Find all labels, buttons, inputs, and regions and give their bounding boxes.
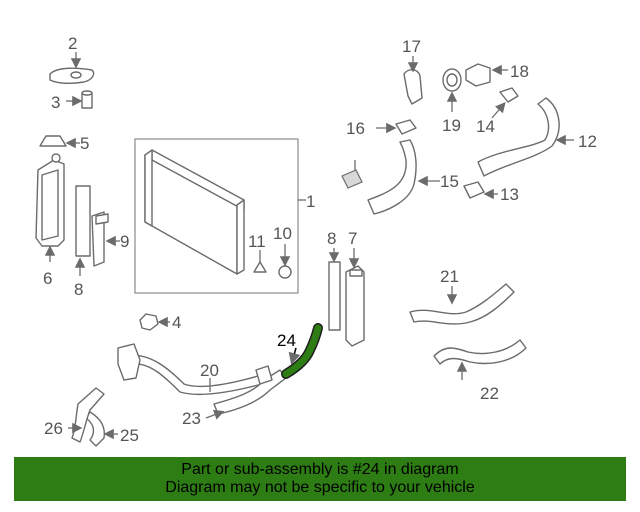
label-6: 6 [43, 269, 52, 288]
label-10: 10 [273, 224, 292, 243]
part-10-bolt: 10 [273, 224, 292, 279]
part-25-hose: 25 [85, 411, 139, 447]
part-3-grommet: 3 [51, 90, 93, 112]
part-12-hose: 12 [477, 97, 597, 177]
label-13: 13 [500, 185, 519, 204]
part-14-clamp: 14 [476, 87, 519, 136]
label-19: 19 [442, 116, 461, 135]
label-16: 16 [346, 119, 365, 138]
label-24: 24 [277, 331, 296, 350]
part-8-seal-left: 8 [74, 185, 91, 299]
part-11-clip: 11 [248, 232, 267, 273]
label-14: 14 [476, 117, 495, 136]
label-2: 2 [68, 34, 77, 53]
part-20-pipe: 20 [117, 343, 263, 396]
label-26: 26 [44, 419, 63, 438]
part-24-hose-highlighted: 24 [277, 323, 323, 379]
part-21-hose: 21 [409, 267, 515, 325]
label-18: 18 [510, 62, 529, 81]
label-4: 4 [172, 313, 181, 332]
part-15-hose: 15 [341, 139, 459, 215]
part-4-plug: 4 [139, 313, 181, 332]
label-7: 7 [348, 229, 357, 248]
info-banner: Part or sub-assembly is #24 in diagram D… [14, 457, 626, 501]
part-6-reservoir: 6 [35, 153, 65, 288]
label-5: 5 [80, 134, 89, 153]
part-8-seal-right: 8 [327, 229, 341, 331]
label-9: 9 [120, 232, 129, 251]
part-13-clamp: 13 [463, 181, 519, 204]
part-1-radiator: 1 [134, 138, 315, 294]
part-22-hose: 22 [433, 339, 527, 403]
label-11: 11 [248, 232, 266, 251]
part-5-cap: 5 [39, 134, 89, 153]
label-8-right: 8 [327, 229, 336, 248]
label-22: 22 [480, 384, 499, 403]
part-18-thermostat: 18 [465, 62, 529, 87]
info-line-1: Part or sub-assembly is #24 in diagram [181, 461, 459, 478]
label-17: 17 [402, 37, 421, 56]
label-25: 25 [120, 426, 139, 445]
info-line-2: Diagram may not be specific to your vehi… [165, 479, 475, 496]
label-8-left: 8 [74, 280, 83, 299]
part-17-outlet: 17 [402, 37, 423, 105]
label-20: 20 [200, 361, 219, 380]
label-15: 15 [440, 172, 459, 191]
part-7-bracket: 7 [345, 229, 365, 347]
label-12: 12 [578, 132, 597, 151]
part-19-gasket: 19 [442, 68, 462, 135]
label-3: 3 [51, 93, 60, 112]
part-26-hose: 26 [44, 387, 105, 443]
label-23: 23 [182, 409, 201, 428]
part-2-bracket: 2 [49, 34, 95, 85]
label-21: 21 [440, 267, 459, 286]
label-1: 1 [306, 192, 315, 211]
part-16-clamp: 16 [346, 119, 417, 138]
part-9-bracket: 9 [91, 211, 129, 267]
part-23-pipe: 23 [182, 365, 287, 428]
